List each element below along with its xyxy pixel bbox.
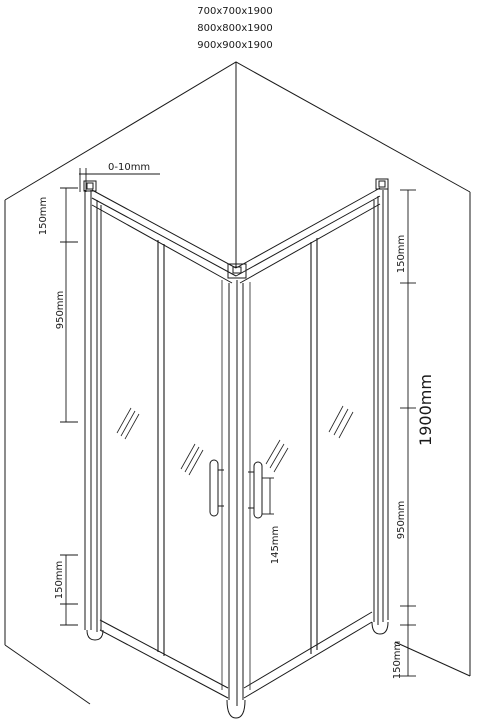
left-dimension-lines	[60, 187, 78, 626]
right-top-label: 150mm	[396, 235, 407, 274]
floor-left-edge	[4, 644, 91, 705]
left-door-handle	[209, 459, 224, 517]
right-middle-label: 950mm	[396, 501, 407, 540]
size-label-2: 800x800x1900	[197, 23, 272, 34]
top-frame	[83, 178, 389, 284]
right-wall-profile	[371, 188, 389, 635]
size-label-3: 900x900x1900	[197, 40, 272, 51]
corner-post	[226, 280, 246, 719]
handle-label: 145mm	[270, 526, 281, 565]
right-dimension-lines	[400, 189, 416, 677]
wall-top-edge	[4, 61, 471, 201]
left-bottom-label: 150mm	[54, 561, 65, 600]
left-top-label: 150mm	[38, 197, 49, 236]
right-door-handle	[248, 461, 263, 519]
bottom-frame	[99, 611, 373, 699]
handle-dimension	[262, 477, 274, 515]
right-bottom-label: 150mm	[392, 641, 403, 680]
walls	[4, 61, 471, 705]
gap-label: 0-10mm	[108, 162, 150, 173]
gap-dimension	[79, 168, 160, 192]
total-height-label: 1900mm	[416, 374, 435, 446]
size-label-1: 700x700x1900	[197, 6, 272, 17]
left-middle-label: 950mm	[55, 291, 66, 330]
left-glass-panels	[116, 240, 223, 690]
right-glass-panels	[249, 238, 354, 690]
floor-right-edge	[394, 641, 471, 677]
left-wall-profile	[84, 190, 104, 641]
